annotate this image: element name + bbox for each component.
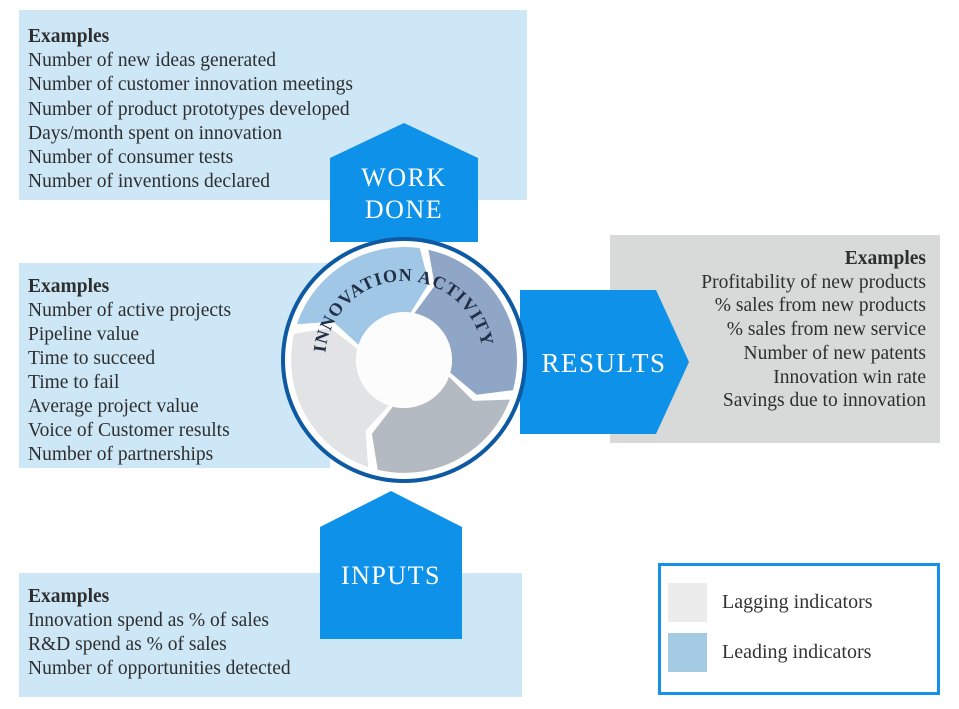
lagging-indicator-swatch (668, 582, 707, 622)
example-item: Number of product prototypes developed (28, 98, 350, 120)
example-item: Profitability of new products (701, 271, 926, 293)
results-arrow-label: RESULTS (541, 348, 666, 378)
work-done-arrow (330, 123, 478, 242)
work-done-arrow-label-line2: DONE (365, 195, 443, 224)
examples-box-title: Examples (28, 586, 110, 607)
example-item: Voice of Customer results (28, 420, 230, 441)
example-item: Number of active projects (28, 300, 232, 321)
example-item: Pipeline value (28, 324, 140, 345)
example-item: Time to fail (28, 372, 120, 393)
hub-segment-gray (371, 376, 510, 473)
example-item: Innovation win rate (773, 366, 926, 388)
lagging-indicator-label: Lagging indicators (722, 590, 873, 613)
example-item: Number of opportunities detected (28, 658, 291, 679)
examples-box-work-done: Examples Number of new ideas generated N… (19, 10, 527, 200)
hub-segment-light-gray (291, 327, 389, 468)
hub-segment-light-blue (296, 247, 429, 345)
example-item: Number of partnerships (28, 444, 214, 465)
examples-box-results: Examples Profitability of new products %… (610, 235, 940, 443)
examples-box-title: Examples (28, 276, 110, 297)
example-item: R&D spend as % of sales (28, 634, 227, 655)
leading-indicator-swatch (668, 632, 707, 672)
legend-row-lagging: Lagging indicators (668, 582, 937, 622)
legend-row-leading: Leading indicators (668, 632, 937, 672)
results-arrow (520, 290, 689, 434)
leading-indicator-label: Leading indicators (722, 640, 872, 663)
inputs-arrow (320, 491, 462, 639)
example-item: % sales from new products (714, 295, 926, 317)
example-item: Innovation spend as % of sales (28, 610, 269, 631)
examples-box-activity: Examples Number of active projects Pipel… (19, 263, 330, 468)
example-item: Average project value (28, 396, 199, 417)
example-item: Time to succeed (28, 348, 156, 369)
legend: Lagging indicators Leading indicators (658, 563, 940, 695)
inputs-arrow-label: INPUTS (341, 561, 441, 590)
example-item: Savings due to innovation (722, 390, 926, 412)
example-item: Days/month spent on innovation (28, 122, 283, 144)
hub-segment-blue-gray (414, 249, 518, 395)
example-item: Number of customer innovation meetings (28, 74, 353, 96)
example-item: Number of inventions declared (28, 171, 271, 193)
example-item: Number of new ideas generated (28, 50, 276, 72)
hub-center (357, 313, 451, 407)
work-done-arrow-label-line1: WORK (361, 163, 446, 192)
examples-box-title: Examples (844, 248, 926, 269)
examples-box-title: Examples (28, 26, 110, 47)
example-item: % sales from new service (726, 319, 926, 341)
example-item: Number of consumer tests (28, 147, 234, 169)
example-item: Number of new patents (743, 342, 927, 364)
